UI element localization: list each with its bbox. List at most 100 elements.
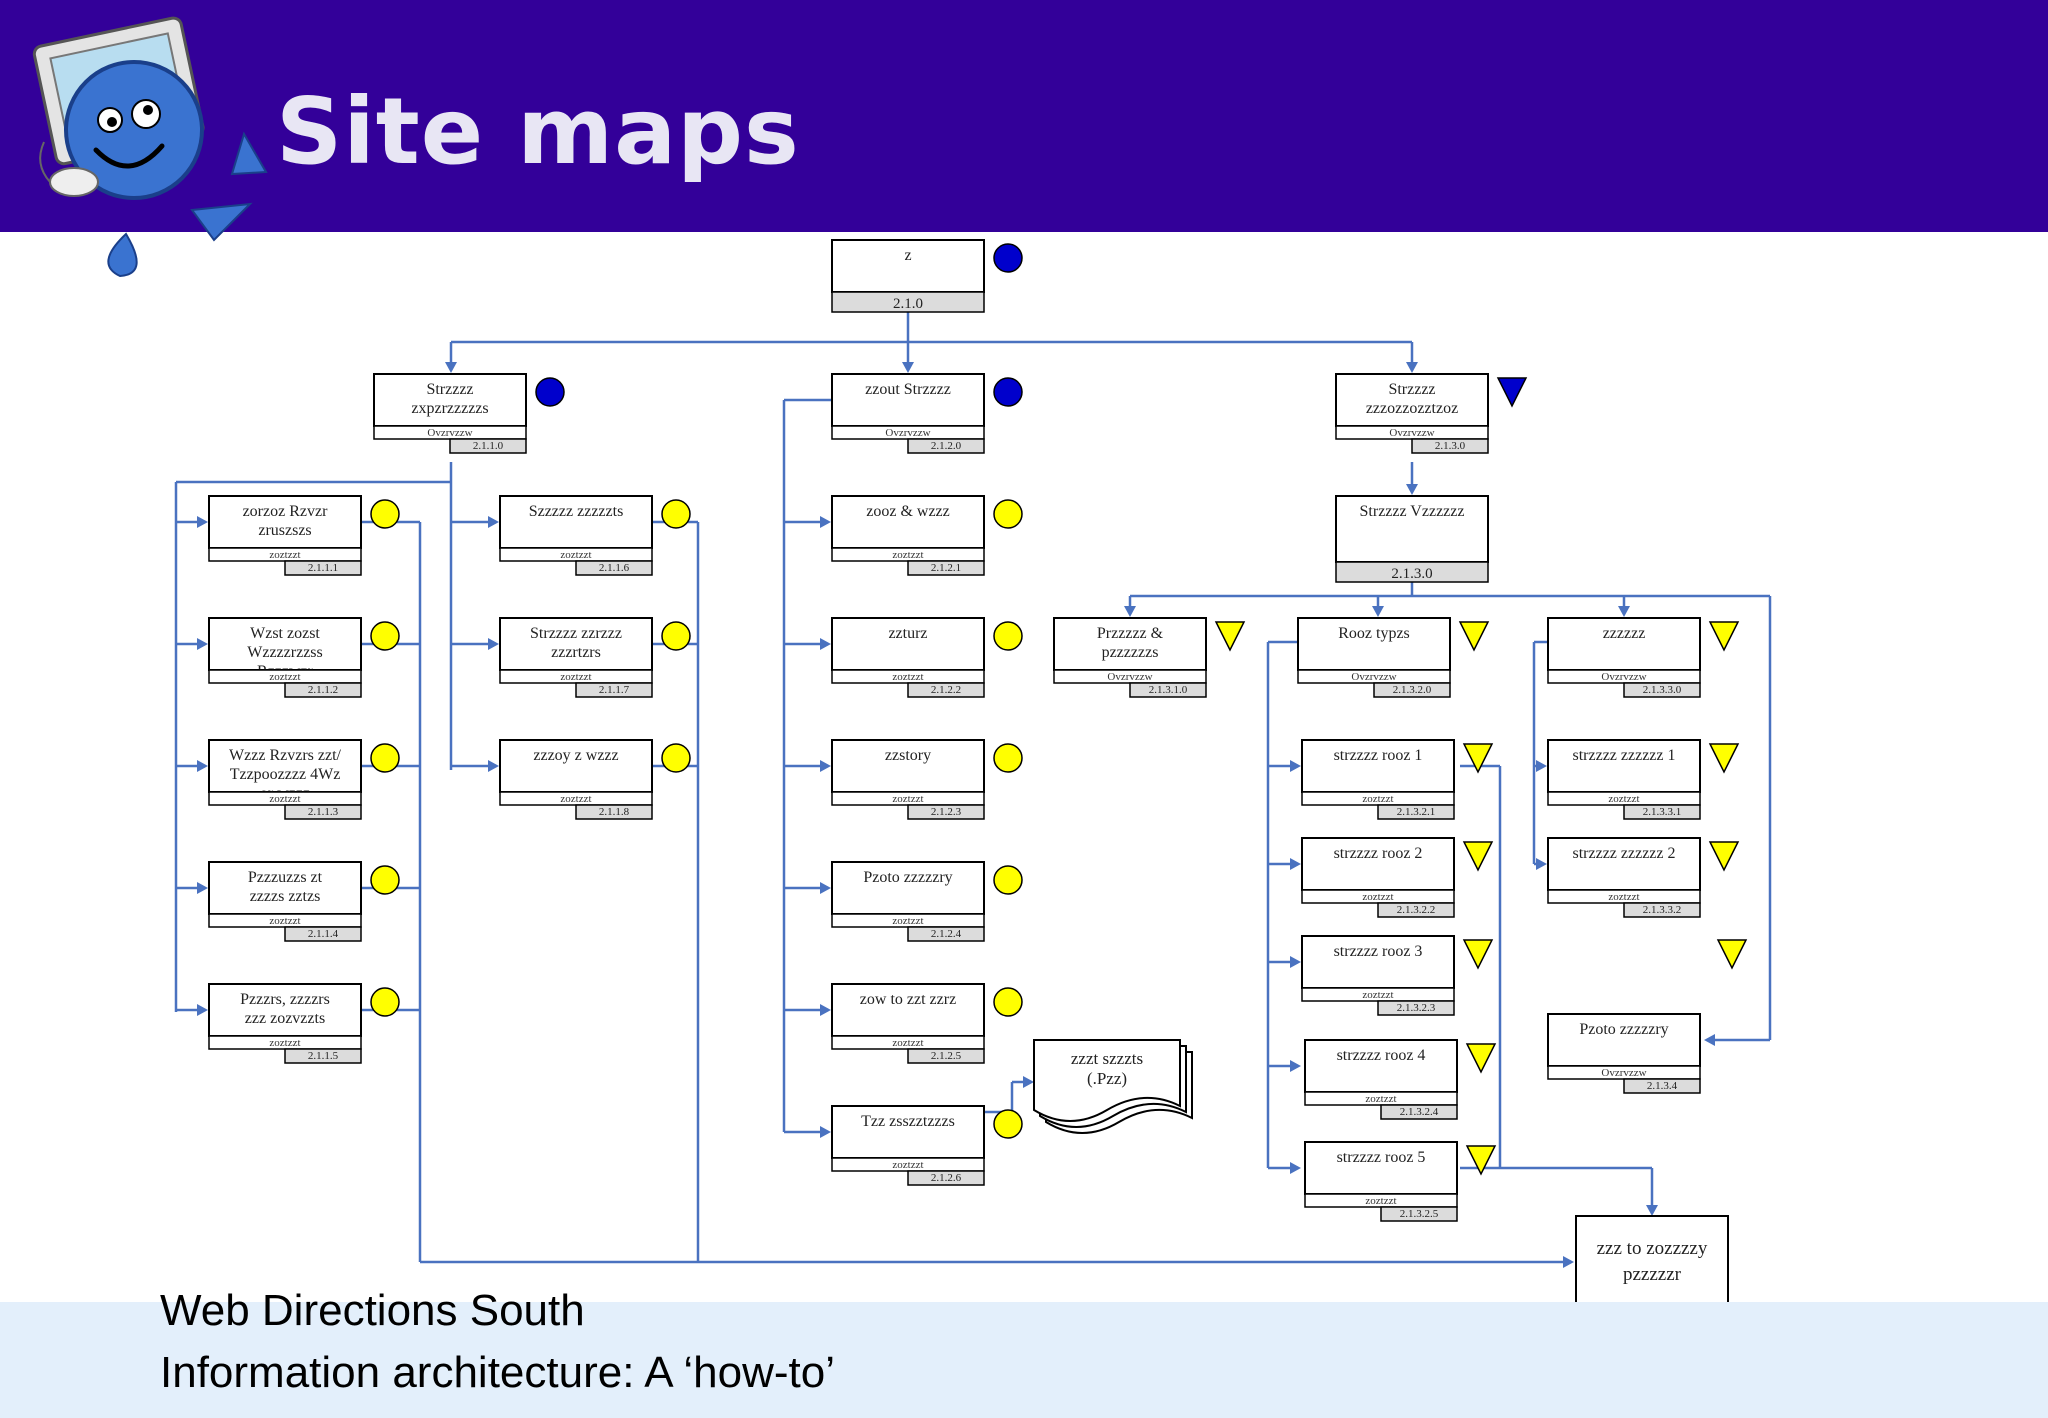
sitemap-node: strzzzz rooz 1 zoztzzt 2.1.3.2.1 (1301, 739, 1455, 820)
arrowhead (1406, 362, 1418, 373)
node-title: zow to zzt zzrz (860, 991, 956, 1008)
arrowhead (1124, 606, 1136, 617)
arrowhead (197, 882, 208, 894)
node-code: 2.1.1.3 (308, 806, 339, 818)
node-subtitle: Ovzrvzzw (885, 427, 930, 439)
node-subtitle: zoztzzt (1365, 1093, 1396, 1105)
arrowhead (197, 1004, 208, 1016)
slide-footer: Web Directions South Information archite… (0, 1286, 2048, 1418)
arrowhead (1618, 606, 1630, 617)
node-code: 2.1.1.6 (599, 562, 630, 574)
arrowhead (1536, 760, 1547, 772)
sitemap-node: z2.1.0 (831, 239, 985, 313)
yellow-triangle-icon (1462, 743, 1494, 774)
node-subtitle: zoztzzt (269, 793, 300, 805)
arrowhead (488, 516, 499, 528)
blue-triangle-icon (1496, 377, 1528, 408)
node-subtitle: zoztzzt (1608, 793, 1639, 805)
yellow-circle-icon (993, 743, 1023, 773)
node-title: Pzoto zzzzzry (1579, 1021, 1668, 1038)
arrowhead (820, 1126, 831, 1138)
node-subtitle: zoztzzt (1365, 1195, 1396, 1207)
node-subtitle: zoztzzt (560, 671, 591, 683)
arrowhead (1372, 606, 1384, 617)
node-title: strzzzz rooz 4 (1337, 1047, 1426, 1064)
node-code: 2.1.2.5 (931, 1050, 962, 1062)
sitemap-node: Wzzz Rzvzrs zzt/Tzzpoozzzz 4Wzor wzzzzoz… (208, 739, 362, 820)
yellow-circle-icon (993, 621, 1023, 651)
yellow-circle-icon (370, 499, 400, 529)
node-title: strzzzz rooz 1 (1334, 747, 1423, 764)
yellow-circle-icon (370, 743, 400, 773)
node-code: 2.1.3.0 (1391, 566, 1432, 582)
node-subtitle: zoztzzt (892, 915, 923, 927)
arrowhead (1290, 760, 1301, 772)
node-title: strzzzz rooz 3 (1334, 943, 1423, 960)
node-title: Przzzzz &pzzzzzzs (1097, 625, 1164, 661)
node-subtitle: zoztzzt (1362, 793, 1393, 805)
yellow-circle-icon (661, 499, 691, 529)
yellow-circle-icon (370, 987, 400, 1017)
yellow-triangle-icon (1465, 1145, 1497, 1176)
node-code: 2.1.3.4 (1647, 1080, 1678, 1092)
node-subtitle: zoztzzt (269, 671, 300, 683)
document-label: zzzt szzzts(.Pzz) (1071, 1049, 1143, 1088)
node-title: zzstory (885, 747, 931, 764)
yellow-triangle-icon (1708, 841, 1740, 872)
node-code: 2.1.0 (893, 296, 923, 312)
node-subtitle: Ovzrvzzw (1351, 671, 1396, 683)
node-code: 2.1.3.3.2 (1643, 904, 1682, 916)
node-subtitle: zoztzzt (1362, 989, 1393, 1001)
node-title: strzzzz zzzzzz 2 (1572, 845, 1675, 862)
node-subtitle: Ovzrvzzw (427, 427, 472, 439)
node-subtitle: zoztzzt (560, 793, 591, 805)
arrowhead (820, 1004, 831, 1016)
node-title: zzturz (888, 625, 927, 642)
node-title: strzzzz zzzzzz 1 (1572, 747, 1675, 764)
yellow-circle-icon (993, 987, 1023, 1017)
node-subtitle: zoztzzt (892, 793, 923, 805)
node-subtitle: Ovzrvzzw (1389, 427, 1434, 439)
node-subtitle: zoztzzt (892, 1037, 923, 1049)
node-subtitle: Ovzrvzzw (1107, 671, 1152, 683)
arrowhead (1563, 1256, 1574, 1268)
yellow-triangle-icon (1458, 621, 1490, 652)
slide-header (0, 0, 2048, 232)
blue-circle-icon (535, 377, 565, 407)
node-title: strzzzz rooz 2 (1334, 845, 1423, 862)
node-code: 2.1.1.7 (599, 684, 630, 696)
node-title: Strzzzz Vzzzzzz (1360, 503, 1465, 520)
arrowhead (1290, 1162, 1301, 1174)
node-title: zooz & wzzz (866, 503, 950, 520)
node-code: 2.1.3.2.1 (1397, 806, 1436, 818)
yellow-triangle-icon (1465, 1043, 1497, 1074)
node-title: zzout Strzzzz (865, 381, 951, 398)
yellow-circle-icon (661, 621, 691, 651)
arrowhead (197, 638, 208, 650)
node-title: Rooz typzs (1338, 625, 1410, 642)
node-code: 2.1.3.2.3 (1397, 1002, 1436, 1014)
yellow-circle-icon (993, 1109, 1023, 1139)
node-subtitle: Ovzrvzzw (1601, 671, 1646, 683)
sitemap-node: Strzzzz Vzzzzzz 2.1.3.0 (1335, 495, 1489, 583)
node-code: 2.1.1.0 (473, 440, 504, 452)
node-code: 2.1.2.3 (931, 806, 962, 818)
node-title: zzzoy z wzzz (533, 747, 618, 764)
node-subtitle: zoztzzt (269, 549, 300, 561)
node-code: 2.1.1.8 (599, 806, 630, 818)
sitemap-node: zzzoy z wzzz zoztzzt 2.1.1.8 (499, 739, 653, 820)
yellow-triangle-icon (1214, 621, 1246, 652)
